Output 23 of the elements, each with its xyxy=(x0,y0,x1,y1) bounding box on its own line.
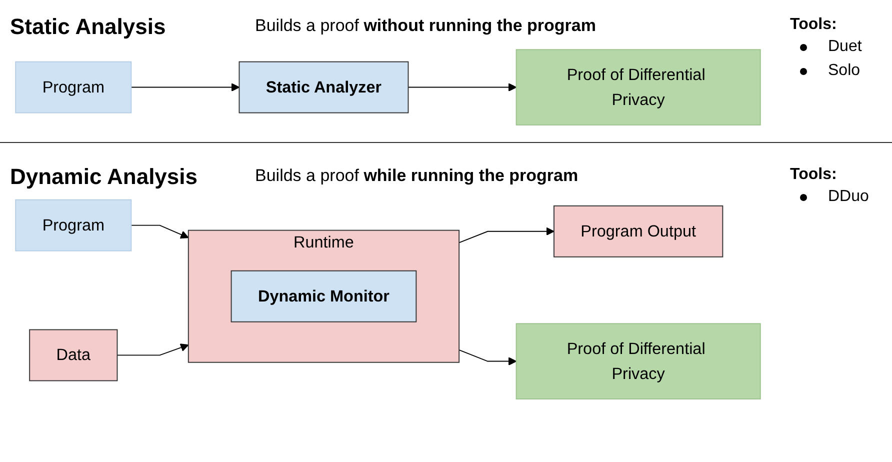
node-box: Program xyxy=(15,61,132,114)
node-box: Static Analyzer xyxy=(238,61,409,114)
node-box: Dynamic Monitor xyxy=(230,270,417,322)
arrow xyxy=(458,349,517,366)
tools-heading: Tools: xyxy=(790,16,837,34)
node-box: Proof of Differential Privacy xyxy=(516,323,761,400)
node-box: Data xyxy=(29,329,118,382)
node-box: Program Output xyxy=(554,205,724,258)
tool-list-item: Solo xyxy=(798,62,860,80)
arrow xyxy=(130,224,189,239)
node-box: Proof of Differential Privacy xyxy=(516,49,761,126)
tools-heading: Tools: xyxy=(790,166,837,184)
arrow xyxy=(458,227,554,244)
section-heading: Dynamic Analysis xyxy=(10,164,198,190)
node-box: Program xyxy=(15,199,132,252)
section-description: Builds a proof without running the program xyxy=(255,16,596,36)
arrow xyxy=(130,83,240,92)
section-heading: Static Analysis xyxy=(10,14,166,40)
arrow xyxy=(408,83,517,92)
arrow xyxy=(116,344,189,356)
tool-list-item: DDuo xyxy=(798,188,869,206)
section-description: Builds a proof while running the program xyxy=(255,166,578,186)
tool-list-item: Duet xyxy=(798,38,862,56)
